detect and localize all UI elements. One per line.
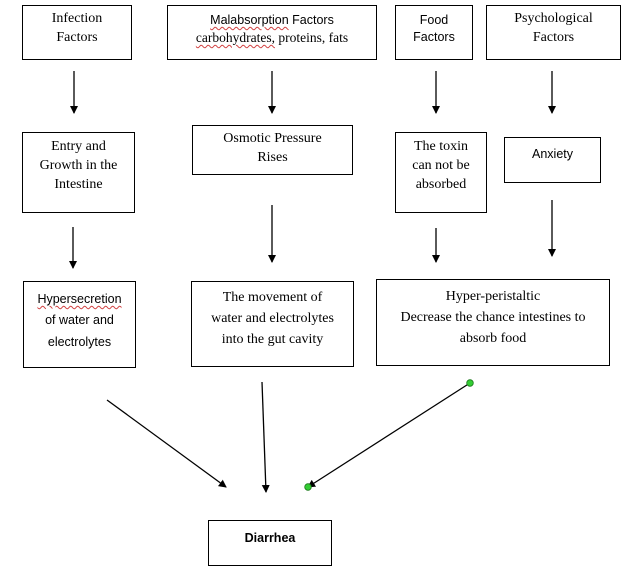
entry-growth-line-1: Entry and	[51, 139, 106, 154]
water-movement-line-1: The movement of	[222, 290, 323, 305]
entry-growth-line-2: Growth in the	[39, 157, 118, 173]
hyperperistaltic-line-3: absorb food	[459, 331, 527, 346]
malabsorption-factors-rest: Factors	[288, 13, 334, 27]
malabsorption-word: Malabsorption	[210, 13, 289, 27]
hypersecretion-box[interactable]: Hypersecretion of water and electrolytes	[23, 281, 136, 368]
diarrhea-label: Diarrhea	[244, 531, 296, 545]
connector-handle-end[interactable]	[304, 483, 312, 491]
toxin-line-2: can not be	[412, 157, 470, 173]
hypersecretion-line-3: electrolytes	[47, 334, 112, 349]
osmotic-pressure-line-1: Osmotic Pressure	[223, 131, 322, 146]
anxiety-label: Anxiety	[532, 147, 573, 161]
water-movement-line-2: water and electrolytes	[211, 311, 334, 326]
food-factors-line-1: Food	[419, 13, 449, 27]
osmotic-pressure-box[interactable]: Osmotic Pressure Rises	[192, 125, 353, 175]
entry-growth-box[interactable]: Entry and Growth in the Intestine	[22, 132, 135, 213]
diarrhea-box[interactable]: Diarrhea	[208, 520, 332, 566]
arrow-hypersecretion-to-diarrhea	[106, 399, 227, 488]
toxin-line-1: The toxin	[413, 139, 469, 154]
nutrients-rest: proteins, fats	[274, 29, 349, 45]
connector-handle-start[interactable]	[466, 379, 474, 387]
hyperperistaltic-line-2: Decrease the chance intestines to	[400, 310, 586, 325]
water-movement-box[interactable]: The movement of water and electrolytes i…	[191, 281, 354, 367]
water-movement-line-3: into the gut cavity	[221, 332, 324, 347]
toxin-line-3: absorbed	[415, 176, 467, 192]
hypersecretion-line-2: of water and	[45, 313, 114, 328]
infection-factors-box[interactable]: Infection Factors	[22, 5, 132, 60]
psychological-factors-line-1: Psychological	[514, 11, 593, 26]
hyperperistaltic-box[interactable]: Hyper-peristaltic Decrease the chance in…	[376, 279, 610, 366]
infection-factors-line-1: Infection	[51, 11, 103, 26]
food-factors-line-2: Factors	[413, 29, 455, 44]
toxin-box[interactable]: The toxin can not be absorbed	[395, 132, 487, 213]
anxiety-box[interactable]: Anxiety	[504, 137, 601, 183]
hypersecretion-word: Hypersecretion	[37, 292, 122, 306]
psychological-factors-box[interactable]: Psychological Factors	[486, 5, 621, 60]
infection-factors-line-2: Factors	[56, 29, 98, 45]
osmotic-pressure-line-2: Rises	[257, 149, 288, 165]
hyperperistaltic-line-1: Hyper-peristaltic	[445, 289, 541, 304]
arrow-movement-to-diarrhea	[261, 381, 270, 493]
psychological-factors-line-2: Factors	[532, 29, 575, 45]
carbohydrates-word: carbohydrates,	[195, 29, 275, 45]
food-factors-box[interactable]: Food Factors	[395, 5, 473, 60]
malabsorption-factors-box[interactable]: Malabsorption Factors carbohydrates, pro…	[167, 5, 377, 60]
arrow-hyperperistaltic-to-diarrhea	[307, 382, 471, 488]
entry-growth-line-3: Intestine	[54, 176, 103, 192]
